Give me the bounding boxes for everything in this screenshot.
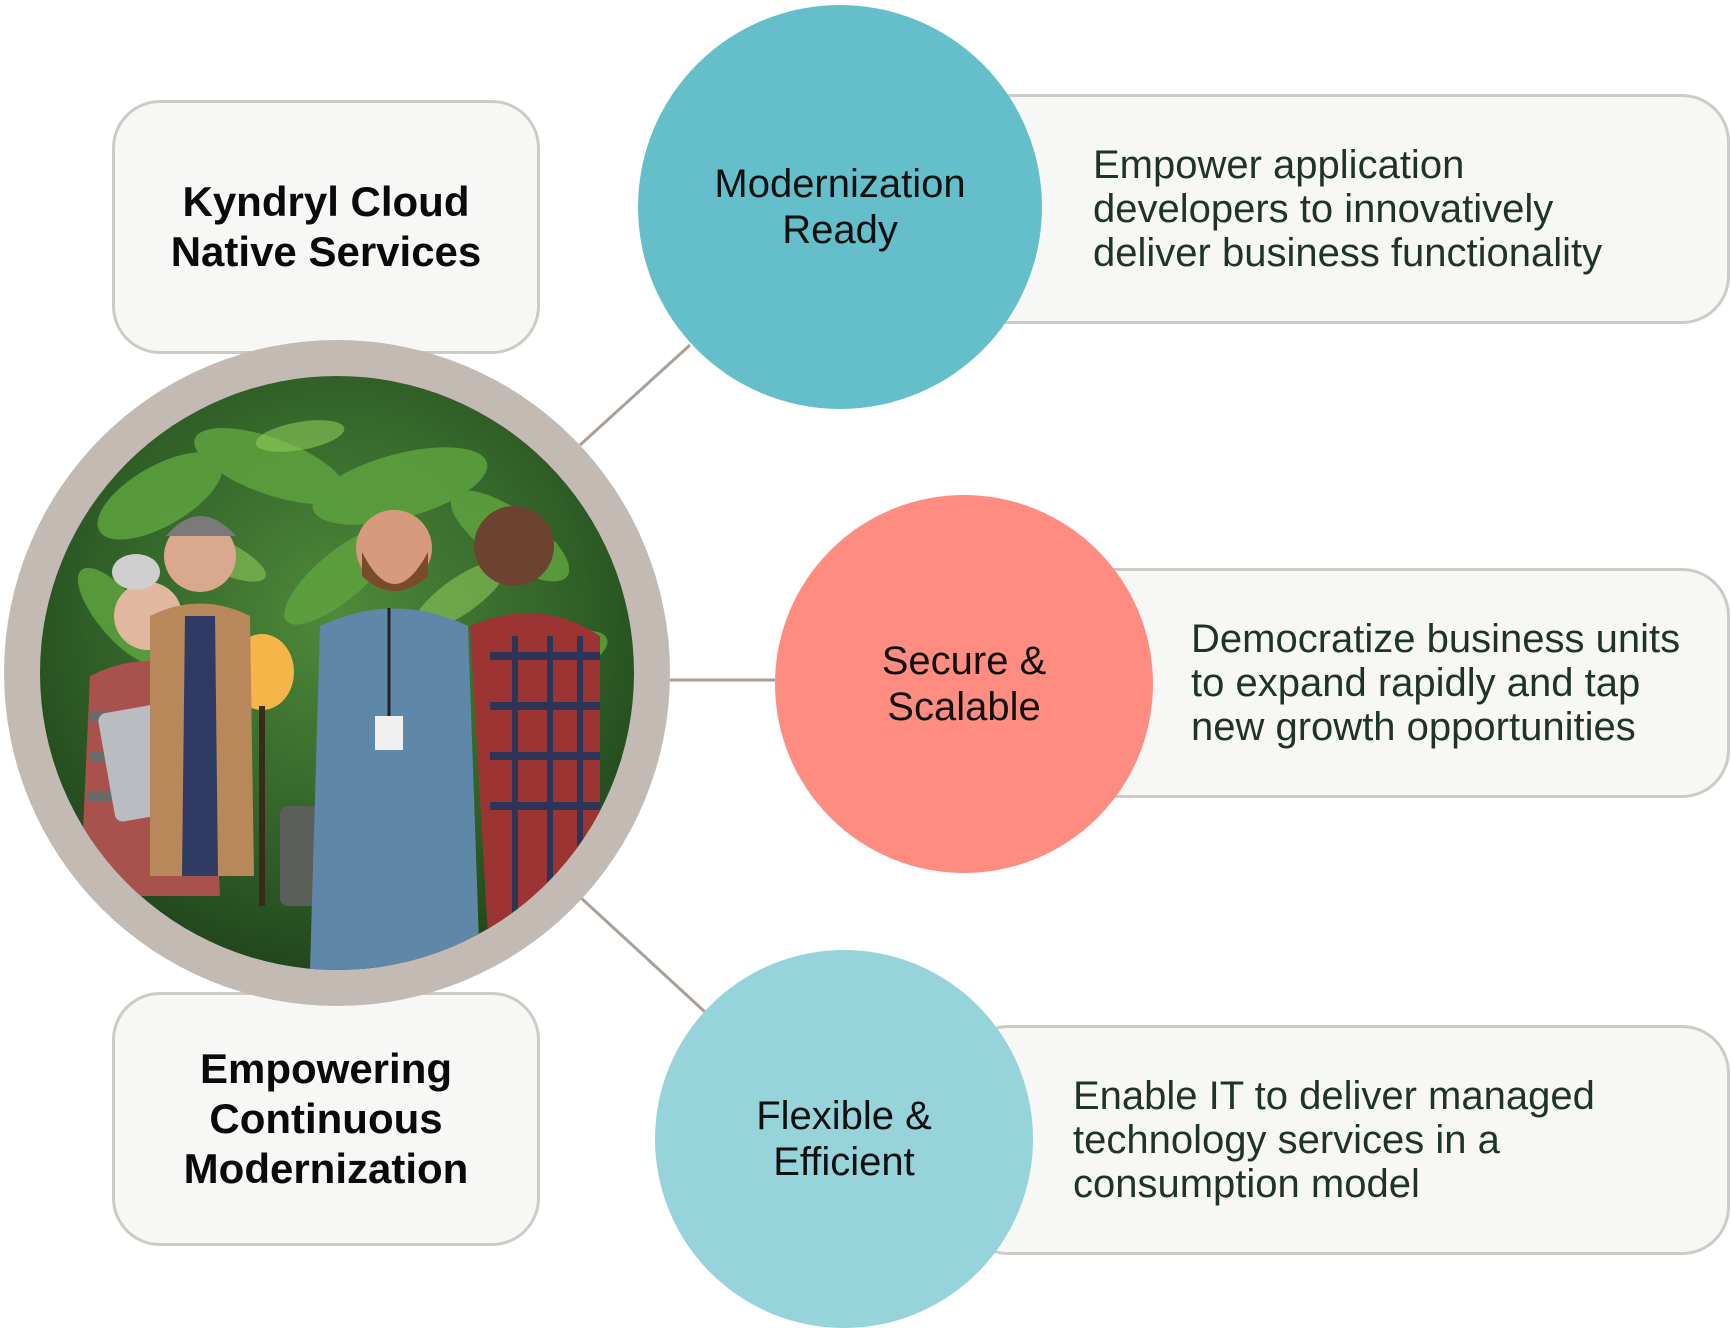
- pillar-flexible-efficient: Flexible & Efficient: [655, 950, 1033, 1328]
- pillar-secure-scalable: Secure & Scalable: [775, 495, 1153, 873]
- title-text: Kyndryl Cloud Native Services: [170, 178, 482, 275]
- description-box-modernization: Empower application developers to innova…: [960, 94, 1730, 324]
- title-box: Kyndryl Cloud Native Services: [112, 100, 540, 354]
- team-photo-illustration: [40, 376, 634, 970]
- pillar-modernization-ready: Modernization Ready: [638, 5, 1042, 409]
- subtitle-text: Empowering Continuous Modernization: [183, 1045, 469, 1192]
- team-photo: [40, 376, 634, 970]
- description-secure: Democratize business units to expand rap…: [1191, 617, 1681, 749]
- pillar-label-modernization: Modernization Ready: [714, 162, 966, 252]
- description-modernization: Empower application developers to innova…: [1093, 143, 1603, 275]
- pillar-label-flexible: Flexible & Efficient: [756, 1094, 932, 1184]
- description-box-flexible: Enable IT to deliver managed technology …: [960, 1025, 1730, 1255]
- connector-bottom: [578, 895, 707, 1014]
- description-flexible: Enable IT to deliver managed technology …: [1073, 1074, 1595, 1206]
- description-box-secure: Democratize business units to expand rap…: [1060, 568, 1730, 798]
- subtitle-box: Empowering Continuous Modernization: [112, 992, 540, 1246]
- connector-top: [578, 343, 692, 447]
- pillar-label-secure: Secure & Scalable: [881, 639, 1047, 729]
